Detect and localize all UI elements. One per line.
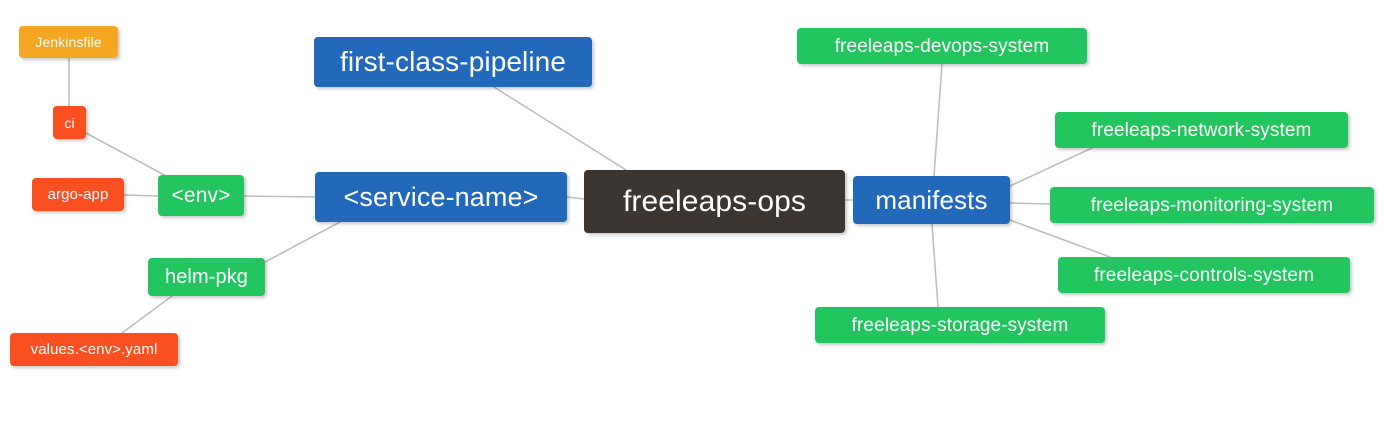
node-label-freeleaps-network-system: freeleaps-network-system: [1091, 119, 1312, 141]
node-label-ci: ci: [64, 114, 75, 131]
node-freeleaps-ops[interactable]: freeleaps-ops: [584, 170, 845, 233]
edge-service-name-to-freeleaps-ops: [566, 196, 585, 200]
node-argo-app[interactable]: argo-app: [32, 178, 124, 211]
node-freeleaps-controls-system[interactable]: freeleaps-controls-system: [1058, 257, 1350, 293]
edge-manifests-to-freeleaps-monitoring-system: [1009, 202, 1051, 205]
node-label-service-name: <service-name>: [343, 181, 539, 212]
node-manifests[interactable]: manifests: [853, 176, 1010, 224]
node-label-freeleaps-controls-system: freeleaps-controls-system: [1093, 264, 1315, 286]
edge-first-class-pipeline-to-freeleaps-ops: [493, 86, 627, 171]
edge-env-to-service-name: [243, 195, 316, 198]
node-label-env: <env>: [171, 184, 231, 207]
node-values-env-yaml[interactable]: values.<env>.yaml: [10, 333, 178, 366]
edge-ci-to-env: [85, 132, 169, 178]
edge-service-name-to-helm-pkg: [264, 221, 341, 263]
node-label-freeleaps-ops: freeleaps-ops: [622, 184, 807, 218]
node-freeleaps-storage-system[interactable]: freeleaps-storage-system: [815, 307, 1105, 343]
edge-manifests-to-freeleaps-storage-system: [931, 223, 939, 308]
node-label-manifests: manifests: [875, 185, 988, 215]
node-label-freeleaps-storage-system: freeleaps-storage-system: [851, 314, 1069, 336]
node-env[interactable]: <env>: [158, 175, 244, 216]
edge-helm-pkg-to-values-env-yaml: [121, 295, 173, 334]
node-helm-pkg[interactable]: helm-pkg: [148, 258, 265, 296]
node-label-freeleaps-monitoring-system: freeleaps-monitoring-system: [1090, 194, 1334, 216]
node-freeleaps-monitoring-system[interactable]: freeleaps-monitoring-system: [1050, 187, 1374, 223]
node-label-argo-app: argo-app: [47, 186, 109, 203]
node-label-first-class-pipeline: first-class-pipeline: [339, 46, 567, 77]
node-label-freeleaps-devops-system: freeleaps-devops-system: [834, 35, 1050, 57]
node-label-jenkinsfile: Jenkinsfile: [35, 34, 102, 50]
node-ci[interactable]: ci: [53, 106, 86, 139]
edge-manifests-to-freeleaps-network-system: [1009, 147, 1093, 187]
node-first-class-pipeline[interactable]: first-class-pipeline: [314, 37, 592, 87]
edge-manifests-to-freeleaps-devops-system: [933, 63, 943, 177]
node-label-values-env-yaml: values.<env>.yaml: [30, 341, 158, 358]
node-jenkinsfile[interactable]: Jenkinsfile: [19, 26, 118, 58]
edge-argo-app-to-env: [123, 194, 159, 197]
node-freeleaps-network-system[interactable]: freeleaps-network-system: [1055, 112, 1348, 148]
node-label-helm-pkg: helm-pkg: [164, 266, 249, 288]
node-service-name[interactable]: <service-name>: [315, 172, 567, 222]
node-freeleaps-devops-system[interactable]: freeleaps-devops-system: [797, 28, 1087, 64]
edge-manifests-to-freeleaps-controls-system: [1009, 219, 1111, 258]
